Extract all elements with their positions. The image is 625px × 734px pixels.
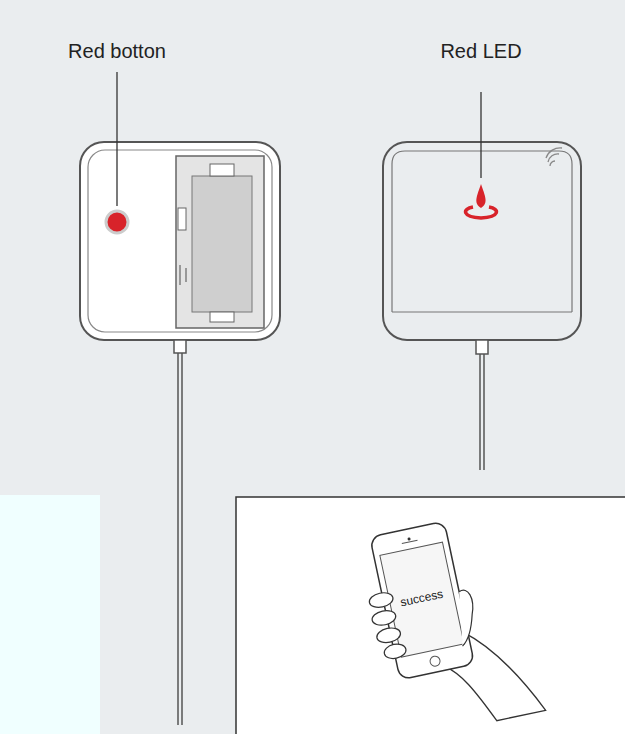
device-front bbox=[383, 142, 581, 470]
phone-in-hand bbox=[355, 509, 546, 734]
cyan-panel bbox=[0, 495, 100, 734]
red-button bbox=[106, 211, 128, 233]
red-led bbox=[476, 184, 485, 208]
part-label: Red LED bbox=[440, 40, 521, 63]
inset-panel bbox=[236, 497, 625, 734]
part-label: Red botton bbox=[68, 40, 166, 63]
device-back bbox=[80, 142, 280, 725]
leader-line bbox=[480, 92, 481, 178]
leader-line bbox=[116, 72, 117, 206]
